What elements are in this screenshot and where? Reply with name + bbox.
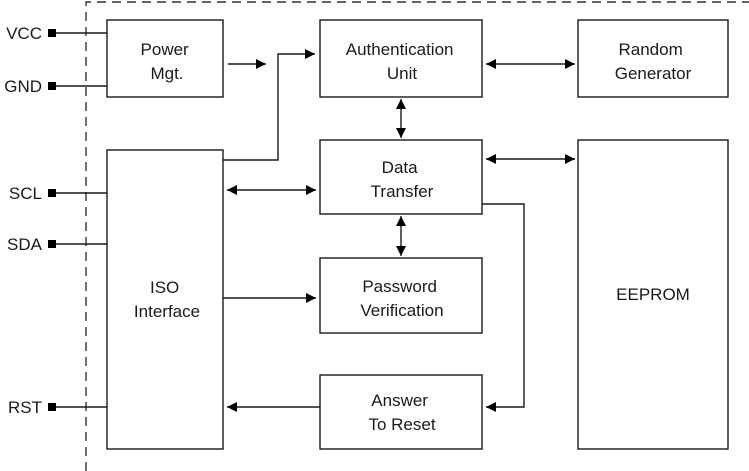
pin-sda-marker bbox=[48, 240, 56, 248]
power-management-label: Power Mgt. bbox=[141, 40, 194, 83]
power-management-block bbox=[106, 19, 224, 98]
iso-interface-block bbox=[106, 149, 224, 450]
authentication-unit-block bbox=[319, 19, 483, 98]
pin-sda-label: SDA bbox=[7, 235, 43, 254]
data-to-atr-arrow bbox=[482, 203, 525, 412]
password-verification-label: Password Verification bbox=[360, 277, 443, 320]
pin-scl-marker bbox=[48, 189, 56, 197]
pin-rst-marker bbox=[48, 403, 56, 411]
pin-gnd-marker bbox=[48, 82, 56, 90]
answer-to-reset-label: Answer To Reset bbox=[368, 391, 435, 434]
pin-vcc-label: VCC bbox=[6, 24, 42, 43]
pin-rst-label: RST bbox=[8, 398, 42, 417]
pin-gnd-label: GND bbox=[4, 77, 42, 96]
random-generator-block bbox=[577, 19, 729, 98]
eeprom-label: EEPROM bbox=[616, 285, 690, 304]
pin-wires bbox=[52, 32, 107, 408]
eeprom-block bbox=[577, 139, 729, 450]
password-verification-block bbox=[319, 257, 483, 334]
data-transfer-block bbox=[319, 139, 483, 215]
iso-to-auth-arrow bbox=[223, 49, 315, 161]
chip-boundary bbox=[85, 1, 749, 471]
pin-scl-label: SCL bbox=[9, 184, 42, 203]
answer-to-reset-block bbox=[319, 374, 483, 450]
pin-vcc-marker bbox=[48, 29, 56, 37]
random-generator-label: Random Generator bbox=[615, 40, 692, 83]
iso-interface-label: ISO Interface bbox=[134, 278, 200, 321]
authentication-unit-label: Authentication Unit bbox=[346, 40, 458, 83]
data-transfer-label: Data Transfer bbox=[371, 158, 434, 201]
